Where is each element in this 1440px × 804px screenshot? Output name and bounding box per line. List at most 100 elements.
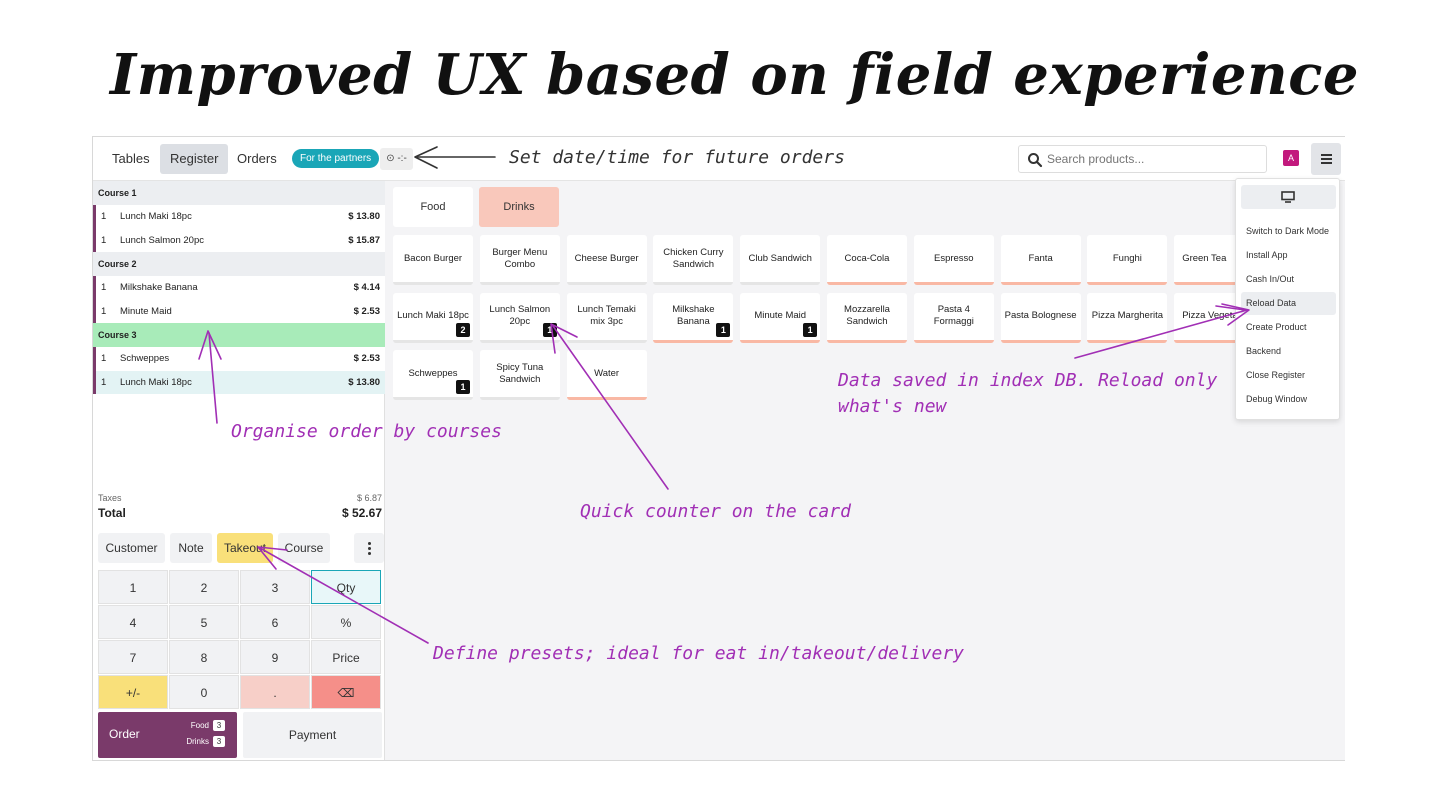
order-line[interactable]: 1 Schweppes $ 2.53 <box>93 347 385 371</box>
product-card[interactable]: Funghi <box>1087 235 1168 285</box>
product-name: Green Tea <box>1182 252 1227 264</box>
menu-backend[interactable]: Backend <box>1246 346 1282 356</box>
taxes-row: Taxes $ 6.87 <box>98 493 382 503</box>
menu-install-app[interactable]: Install App <box>1246 250 1288 260</box>
line-name: Lunch Maki 18pc <box>120 376 192 388</box>
key-3[interactable]: 3 <box>240 570 310 604</box>
menu-create-product[interactable]: Create Product <box>1246 322 1307 332</box>
line-qty: 1 <box>101 305 107 317</box>
key-2[interactable]: 2 <box>169 570 239 604</box>
course-header[interactable]: Course 1 <box>93 181 385 205</box>
payment-button[interactable]: Payment <box>243 712 382 758</box>
food-count-badge: 3 <box>213 720 225 731</box>
line-qty: 1 <box>101 353 107 364</box>
customer-button[interactable]: Customer <box>98 533 165 563</box>
order-line[interactable]: 1 Lunch Maki 18pc $ 13.80 <box>93 205 385 229</box>
avatar[interactable]: A <box>1283 150 1299 166</box>
product-card[interactable]: Coca-Cola <box>827 235 907 285</box>
display-mode-button[interactable] <box>1241 185 1336 209</box>
menu-cash-in-out[interactable]: Cash In/Out <box>1246 274 1295 284</box>
order-button-label: Order <box>109 727 140 741</box>
product-card[interactable]: Lunch Temaki mix 3pc <box>566 292 647 343</box>
key-decimal[interactable]: . <box>240 675 310 709</box>
line-name: Lunch Salmon 20pc <box>120 234 204 246</box>
product-card[interactable]: Bacon Burger <box>393 235 473 285</box>
key-6[interactable]: 6 <box>240 605 310 639</box>
key-1[interactable]: 1 <box>98 570 168 604</box>
product-name: Schweppes <box>408 367 458 379</box>
menu-reload-data[interactable]: Reload Data <box>1241 292 1336 315</box>
key-8[interactable]: 8 <box>169 640 239 674</box>
category-food[interactable]: Food <box>393 187 473 227</box>
product-card[interactable]: Pasta Bolognese <box>1000 292 1081 343</box>
key-4[interactable]: 4 <box>98 605 168 639</box>
product-card[interactable]: Espresso <box>913 235 994 285</box>
food-count-label: Food <box>190 721 209 730</box>
hamburger-icon-bar <box>1321 158 1332 160</box>
line-name: Milkshake Banana <box>120 282 198 293</box>
order-time-button[interactable]: ⊙ -:- <box>380 148 413 170</box>
key-0[interactable]: 0 <box>169 675 239 709</box>
takeout-preset-button[interactable]: Takeout <box>217 533 273 563</box>
product-name: Pasta Bolognese <box>1004 310 1077 321</box>
product-card[interactable]: Mozzarella Sandwich <box>827 292 907 343</box>
tab-register[interactable]: Register <box>160 144 229 174</box>
order-line-selected[interactable]: 1 Lunch Maki 18pc $ 13.80 <box>93 370 385 394</box>
key-price[interactable]: Price <box>311 640 381 674</box>
tab-tables[interactable]: Tables <box>112 151 150 166</box>
course-header[interactable]: Course 2 <box>93 252 385 276</box>
partners-preset-pill[interactable]: For the partners <box>292 149 380 168</box>
drinks-count-label: Drinks <box>186 737 209 746</box>
product-name: Pasta 4 Formaggi <box>933 304 974 327</box>
tab-orders[interactable]: Orders <box>237 151 277 166</box>
annotation-courses: Organise order by courses <box>231 421 502 442</box>
menu-debug-window[interactable]: Debug Window <box>1246 394 1308 404</box>
search-input[interactable] <box>1047 150 1257 168</box>
product-card[interactable]: Burger Menu Combo <box>479 235 560 285</box>
more-options-button[interactable] <box>354 533 384 563</box>
product-count-badge: 2 <box>456 322 470 337</box>
note-button[interactable]: Note <box>170 533 212 563</box>
product-name: Pizza Margherita <box>1091 310 1164 321</box>
course-header-active[interactable]: Course 3 <box>93 323 385 347</box>
key-percent[interactable]: % <box>311 605 381 639</box>
product-card[interactable]: Spicy Tuna Sandwich <box>479 350 560 400</box>
key-plus-minus[interactable]: +/- <box>98 675 168 709</box>
product-card[interactable]: Water <box>566 350 647 400</box>
product-card[interactable]: Pizza Margherita <box>1087 292 1168 343</box>
pos-app: Tables Register Orders For the partners … <box>92 136 1345 761</box>
key-9[interactable]: 9 <box>240 640 310 674</box>
search-box[interactable] <box>1018 145 1267 173</box>
key-7[interactable]: 7 <box>98 640 168 674</box>
menu-close-register[interactable]: Close Register <box>1246 370 1306 380</box>
order-line[interactable]: 1 Milkshake Banana $ 4.14 <box>93 276 385 300</box>
product-card[interactable]: Chicken Curry Sandwich <box>653 235 734 285</box>
backspace-icon[interactable]: ⌫ <box>311 675 381 709</box>
order-line[interactable]: 1 Lunch Salmon 20pc $ 15.87 <box>93 228 385 252</box>
product-name: Espresso <box>933 252 974 264</box>
order-panel: Course 1 1 Lunch Maki 18pc $ 13.80 1 Lun… <box>93 181 385 760</box>
hamburger-menu-button[interactable] <box>1311 143 1341 175</box>
kebab-icon <box>368 542 371 545</box>
annotation-reload-line1: Data saved in index DB. Reload only <box>838 370 1218 391</box>
product-name: Lunch Salmon 20pc <box>489 304 551 327</box>
key-qty[interactable]: Qty <box>311 570 381 604</box>
line-name: Schweppes <box>120 353 170 364</box>
course-button[interactable]: Course <box>278 533 330 563</box>
category-drinks[interactable]: Drinks <box>479 187 559 227</box>
menu-dark-mode[interactable]: Switch to Dark Mode <box>1246 226 1330 236</box>
order-line[interactable]: 1 Minute Maid $ 2.53 <box>93 299 385 323</box>
product-name: Mozzarella Sandwich <box>844 304 890 327</box>
key-5[interactable]: 5 <box>169 605 239 639</box>
product-card[interactable]: Cheese Burger <box>566 235 647 285</box>
line-qty: 1 <box>101 234 107 246</box>
product-card[interactable]: Club Sandwich <box>740 235 821 285</box>
product-card[interactable]: Fanta <box>1000 235 1081 285</box>
product-card[interactable]: Pasta 4 Formaggi <box>913 292 994 343</box>
